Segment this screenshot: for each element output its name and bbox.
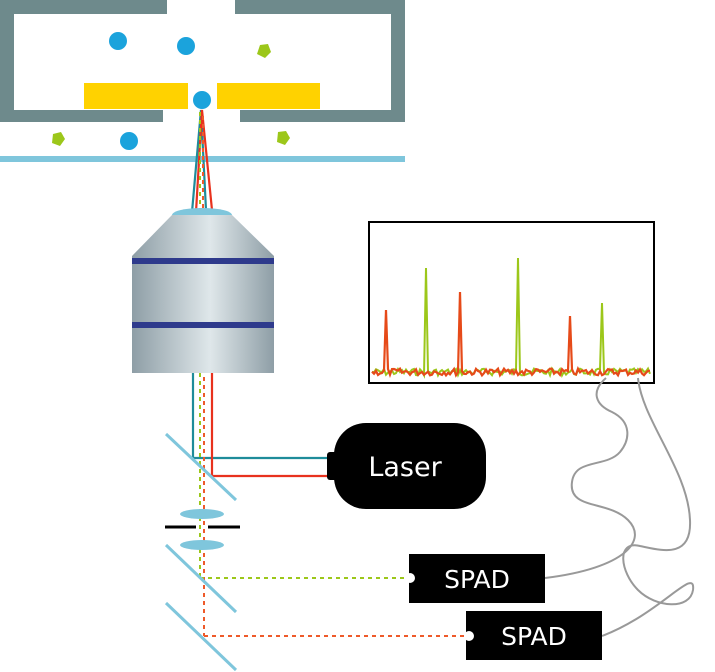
- dichroic-mirror: [164, 432, 238, 502]
- trace-display: [368, 221, 655, 384]
- fiber-cables: [544, 377, 695, 637]
- laser-beam-red: [194, 109, 214, 213]
- particle-blue: [120, 132, 138, 150]
- trace-display-frame: [368, 221, 655, 384]
- dichroic-mirror-lower: [164, 543, 238, 614]
- spad-body: [409, 554, 545, 603]
- spad-label: SPAD: [444, 565, 510, 594]
- laser-source: Laser: [327, 423, 486, 509]
- particle-green: [277, 131, 290, 145]
- spad-label: SPAD: [501, 622, 567, 651]
- laser-label: Laser: [368, 452, 442, 483]
- particle-green: [52, 132, 65, 146]
- objective-band-lower: [132, 322, 274, 328]
- laser-path-red: [210, 373, 332, 478]
- fiber-cable-2: [601, 377, 695, 637]
- laser-path-teal: [191, 373, 332, 460]
- objective-body: [132, 256, 274, 373]
- particle-green: [257, 44, 271, 58]
- photon-trace-red: [371, 291, 650, 378]
- laser-body: [334, 423, 486, 509]
- lens-upper: [180, 509, 224, 519]
- electrode-left: [84, 83, 188, 109]
- particle-blue: [109, 32, 127, 50]
- spad-aperture: [405, 573, 415, 583]
- beams-upper: [190, 109, 214, 213]
- lens-lower: [180, 540, 224, 550]
- mirror-bottom: [164, 601, 238, 672]
- spad-detector-2: SPAD: [464, 611, 602, 660]
- particle-blue: [177, 37, 195, 55]
- particles: [52, 32, 290, 150]
- chamber-wall-right: [235, 0, 405, 122]
- chamber: [0, 0, 405, 122]
- optics: [164, 432, 240, 672]
- spad-body: [466, 611, 602, 660]
- particle-blue-in-pore: [193, 91, 211, 109]
- objective-nose: [132, 215, 274, 256]
- objective-band-upper: [132, 258, 274, 264]
- spad-aperture: [464, 631, 474, 641]
- chamber-wall-left: [0, 0, 167, 122]
- fiber-cable-1: [544, 377, 636, 579]
- electrode-right: [217, 83, 320, 109]
- spad-detector-1: SPAD: [405, 554, 545, 603]
- objective: [132, 208, 274, 373]
